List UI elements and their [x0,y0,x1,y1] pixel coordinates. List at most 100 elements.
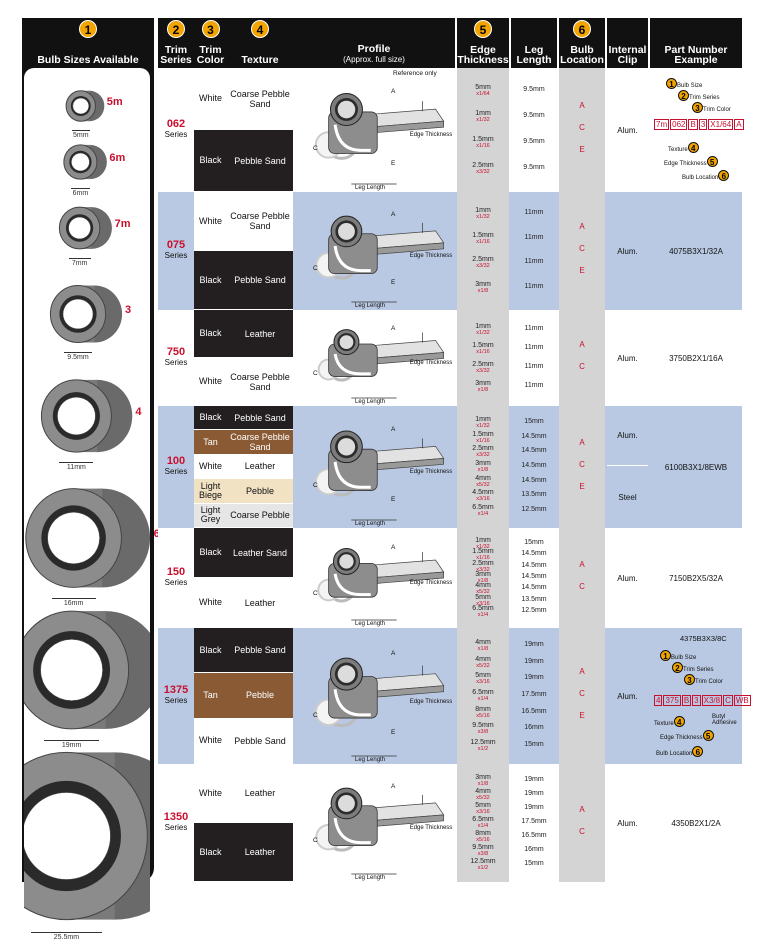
edge-thickness-fraction: x3/32 [476,263,490,270]
column-header-label: Trim Color [196,44,225,66]
bulb-diameter-label: 16mm [63,600,84,607]
part-callout-label: Edge Thickness [664,161,707,167]
bulb-location-e-label: E [391,496,396,504]
bulb-size-code: 4 [135,406,142,418]
edge-thickness-mm: 9.5mm [472,844,494,851]
step-number-badge: 5 [706,156,718,167]
bulb-size-code: 3 [125,304,132,316]
part-number-example: 3750B2X1/16A [669,353,723,363]
texture-cell: Coarse Pebble Sand [227,430,293,455]
bulb-location-code: E [579,266,585,275]
leg-length-value: 16.5mm [521,707,547,715]
step-number-badge: 6 [692,746,704,757]
column-header-title: Edge Thickness [457,45,509,66]
edge-thickness-mm: 2.5mm [472,559,494,567]
step-number-badge: 1 [660,650,671,661]
edge-thickness-mm: 3mm [475,460,491,467]
trim-color-cell: White [194,718,227,764]
dimension-line [63,352,93,353]
part-callout-label: Texture [654,721,674,727]
leg-length-label: Leg Length [355,303,386,309]
leg-length-value: 16mm [524,724,544,732]
edge-thickness-mm: 4mm [475,474,491,482]
bulb-diameter-label: 19mm [61,742,82,749]
internal-clip-cell: Alum. [617,246,638,256]
column-header-title: Profile(Approx. full size) [293,44,455,65]
part-number-segment: B [688,119,698,130]
bulb-sizes-list: 5m5mm6m6mm7m7mm39.5mm411mm616mm719mm1002… [24,68,219,941]
edge-thickness-fraction: x1/4 [477,823,489,829]
bulb-location-code: C [579,362,585,371]
trim-color-cell: White [194,358,227,406]
column-header-label: Leg Length [516,44,552,66]
series-word: Series [164,130,188,139]
step-number-badge: 3 [692,102,703,113]
edge-thickness-mm: 12.5mm [470,858,496,865]
edge-thickness-mm: 3mm [475,379,491,387]
column-header-title: Internal Clip [607,45,648,66]
trim-series-number: 062 [166,118,186,130]
edge-thickness-fraction: x1/16 [476,348,490,355]
bulb-size-code: 7m [114,218,131,230]
leg-length-value: 14.5mm [521,476,547,484]
trim-profile-drawing-icon [314,430,445,521]
edge-thickness-fraction: x1/2 [477,745,489,752]
part-callout-label: Bulb Location [656,751,693,757]
edge-thickness-fraction: x1/8 [477,578,489,584]
bulb-location-c-label: C [313,712,318,720]
column-header: Leg Length [511,18,557,68]
reference-only-note: Reference only [393,70,437,77]
trim-color-cell: Black [194,528,227,578]
bulb-size-code: 6m [109,152,126,164]
edge-thickness-mm: 6.5mm [472,605,494,613]
part-callout-label: Bulb Size [677,83,703,89]
part-number-segment: WB [733,695,751,706]
leg-length-value: 15mm [524,418,544,426]
dimension-line [59,462,94,463]
step-number-badge: 5 [702,730,714,741]
edge-thickness-fraction: x1/32 [476,329,490,336]
leg-length-value: 12.5mm [521,607,547,615]
leg-length-value: 11mm [524,362,544,370]
edge-thickness-label: Edge Thickness [409,359,453,366]
leg-length-value: 14.5mm [521,447,547,455]
edge-thickness-fraction: x1/4 [477,612,489,619]
edge-thickness-mm: 1.5mm [472,430,494,438]
trim-color-cell: White [194,578,227,628]
texture-cell: Leather [227,454,293,480]
column-header-label: Texture [241,54,279,66]
edge-thickness-mm: 2.5mm [472,162,494,169]
trim-color-cell: Light Biege [194,479,227,504]
leg-length-value: 15mm [524,860,544,867]
leg-length-value: 14.5mm [521,573,547,580]
edge-thickness-label: Edge Thickness [409,580,453,586]
bulb-location-e-label: E [391,159,396,167]
texture-cell: Leather [227,310,293,358]
step-number-badge: 3 [201,20,220,38]
texture-cell: Leather [227,764,293,823]
part-number-segment: A [734,119,744,130]
leg-length-value: 17.5mm [521,818,547,825]
